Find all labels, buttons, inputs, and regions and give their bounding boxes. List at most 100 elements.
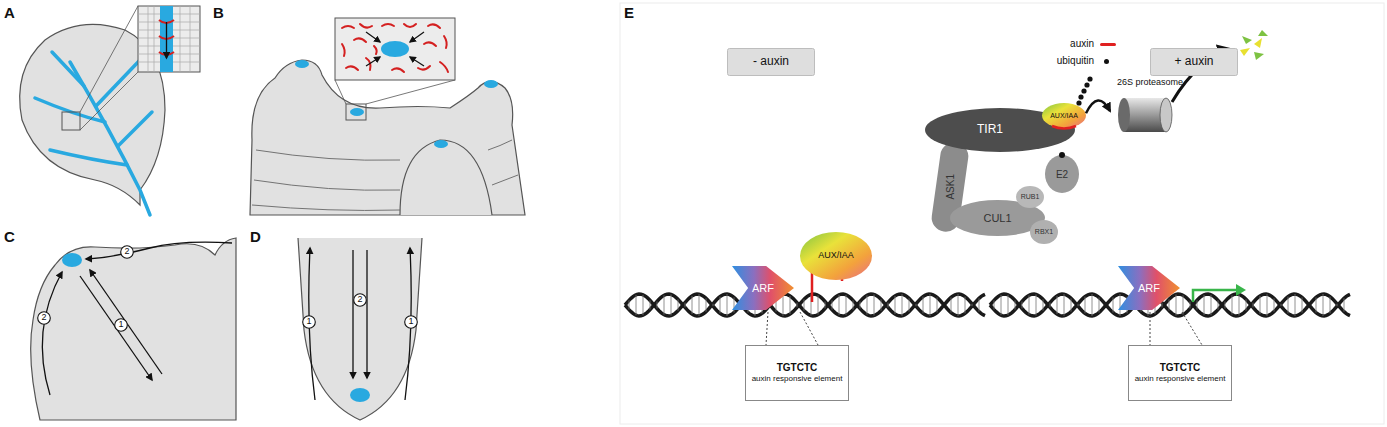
shoot-apex-illustration-part-part — [404, 24, 416, 27]
panel-e-illustration-part — [766, 312, 1202, 345]
protein-shape — [1042, 103, 1086, 128]
panel-label: C — [4, 228, 15, 245]
callout-circle: 1 — [404, 315, 418, 329]
shoot-apex-illustration-part — [400, 140, 492, 215]
shoot-apex-illustration-part-part — [254, 180, 400, 190]
peptide-fragments-part — [1240, 48, 1250, 56]
base-pair — [909, 298, 910, 311]
meristem-illustration-part — [62, 253, 82, 267]
base-pair — [888, 303, 889, 308]
node-text: - auxin — [753, 55, 789, 68]
base-pair — [839, 295, 840, 315]
shoot-apex-illustration-part-part — [360, 24, 372, 28]
connector-arrow — [1086, 101, 1110, 114]
legend-text: auxin — [1034, 38, 1094, 49]
shoot-apex-illustration-part-part — [488, 140, 512, 150]
dna-strand — [990, 294, 1350, 316]
legend-text: ubiquitin — [1034, 55, 1094, 66]
leaf-illustration-part — [62, 112, 80, 130]
ubiquitin-chain-part — [1084, 82, 1089, 87]
node-text: 26S proteasome — [1117, 78, 1183, 88]
shoot-apex-illustration-part-part — [418, 66, 430, 70]
protein-shape — [1030, 220, 1058, 244]
peptide-fragments-part — [1258, 30, 1268, 36]
leaf-illustration-part — [80, 6, 138, 112]
base-pair — [1295, 294, 1296, 316]
element-box: TGTCTCauxin responsive element — [745, 345, 849, 401]
proteasome: 26S proteasome — [1110, 76, 1190, 138]
protein: AUX/IAA — [1042, 103, 1086, 128]
base-pair — [1169, 299, 1170, 310]
panel-label: B — [213, 4, 224, 21]
leaf-illustration-part-part — [96, 60, 140, 106]
base-pair — [916, 304, 917, 306]
root-illustration — [298, 238, 422, 420]
base-pair — [1302, 297, 1303, 312]
shoot-apex-illustration-part — [335, 18, 455, 80]
meristem-illustration-part-part — [86, 242, 232, 259]
protein-shape — [1045, 155, 1079, 193]
ubiquitin-chain-part — [1081, 88, 1086, 93]
node-text: ASK1 — [945, 174, 956, 200]
node-text: 2 — [357, 295, 362, 305]
callout-circle: 1 — [114, 318, 128, 332]
base-pair — [874, 294, 875, 315]
shoot-apex-illustration-part-part — [492, 175, 518, 185]
peptide-fragments — [1240, 30, 1268, 60]
base-pair — [657, 301, 658, 308]
panel-e-illustration-part — [1236, 284, 1246, 296]
leaf-illustration-part — [160, 6, 173, 72]
ubiquitin-chain — [1076, 76, 1092, 105]
callout-circle — [303, 316, 316, 329]
shoot-apex-illustration-part-part — [410, 57, 424, 66]
element-box — [1129, 346, 1232, 401]
root-illustration-part — [350, 388, 370, 402]
shoot-apex-illustration-part-part — [428, 24, 440, 28]
shoot-apex-illustration-part-part — [354, 38, 366, 42]
panel-e-illustration-part — [620, 3, 1384, 424]
ubiquitin-chain-part — [1087, 76, 1092, 81]
node-text: ARF — [1138, 282, 1160, 294]
shoot-apex-illustration-part-part — [252, 205, 400, 210]
base-pair — [881, 299, 882, 310]
base-pair — [1197, 300, 1198, 309]
protein: ARF — [1118, 262, 1180, 314]
panel-label: E — [624, 4, 634, 21]
base-pair — [1050, 303, 1051, 308]
base-pair — [860, 301, 861, 308]
base-pair — [1113, 297, 1114, 312]
callout-circle — [121, 246, 134, 259]
meristem-illustration-part-part — [80, 276, 152, 380]
base-pair — [1162, 303, 1163, 308]
base-pair — [867, 295, 868, 314]
shoot-apex-illustration-part-part — [382, 24, 394, 26]
node-text: 2 — [41, 313, 46, 323]
shoot-apex-illustration — [250, 18, 525, 215]
leaf-illustration-part — [138, 6, 200, 72]
condition-box — [1151, 49, 1238, 76]
shoot-apex-illustration-part-part — [410, 32, 424, 42]
base-pair — [664, 295, 665, 314]
node-text: CUL1 — [983, 212, 1011, 224]
base-pair — [1246, 299, 1247, 310]
meristem-illustration-part-part — [90, 270, 162, 374]
base-pair — [1085, 297, 1086, 314]
base-pair — [1267, 294, 1268, 316]
base-pair — [1211, 295, 1212, 315]
base-pair — [972, 304, 973, 306]
panel-e-illustration-part-part — [1182, 312, 1202, 345]
base-pair — [1225, 301, 1226, 308]
shoot-apex-illustration-part-part — [434, 140, 448, 148]
shoot-apex-illustration-part-part — [484, 80, 498, 88]
base-pair — [1260, 296, 1261, 314]
shoot-apex-illustration-part-part — [256, 150, 400, 160]
meristem-illustration — [31, 238, 236, 420]
base-pair — [1323, 294, 1324, 316]
base-pair — [1092, 294, 1093, 316]
base-pair — [706, 298, 707, 311]
shoot-apex-illustration-part-part — [295, 60, 309, 68]
leaf-illustration-part-part — [148, 6, 149, 72]
proteasome-end — [1118, 98, 1130, 132]
node-text: RBX1 — [1035, 228, 1053, 236]
base-pair — [994, 300, 995, 309]
